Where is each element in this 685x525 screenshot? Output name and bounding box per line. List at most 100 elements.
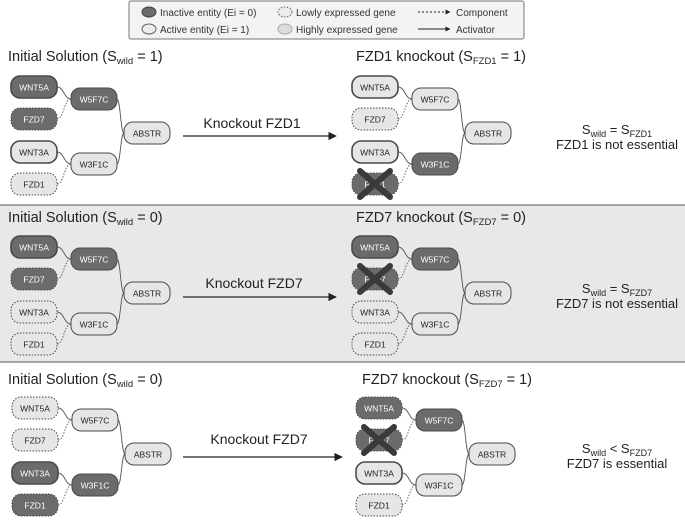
node-wnt3a — [351, 300, 399, 324]
node-label-fzd1: FZD1 — [368, 501, 390, 511]
edge-n2-m1 — [57, 419, 73, 441]
node-label-wnt3a: WNT3A — [360, 148, 390, 158]
edge-n4-m2 — [397, 323, 413, 345]
node-label-w3f1c: W3F1C — [80, 160, 109, 170]
node-label-wnt5a: WNT5A — [360, 243, 390, 253]
node-w5f7c — [70, 247, 118, 271]
row1-result-line1: Swild = SFZD1 — [582, 122, 652, 139]
edge-m1-out — [117, 419, 126, 455]
edge-n2-m1 — [56, 258, 72, 280]
node-label-wnt5a: WNT5A — [364, 404, 394, 414]
edge-n4-m2 — [56, 323, 72, 345]
node-fzd7 — [10, 107, 58, 131]
node-w5f7c — [411, 247, 459, 271]
row2-result-line1: Swild = SFZD7 — [582, 281, 652, 298]
node-abstr — [123, 281, 171, 305]
edge-m2-out — [457, 132, 466, 165]
edge-n4-m2 — [397, 163, 413, 185]
node-label-fzd7: FZD7 — [23, 115, 45, 125]
edge-n1-m1 — [56, 86, 72, 100]
legend-component-text: Component — [456, 8, 508, 19]
legend: Inactive entity (Ei = 0) Active entity (… — [128, 0, 525, 40]
node-label-w5f7c: W5F7C — [421, 95, 450, 105]
edge-m2-out — [457, 292, 466, 325]
node-w5f7c — [71, 408, 119, 432]
highly-legend-swatch — [277, 23, 293, 35]
edge-n3-m2 — [56, 151, 72, 165]
row2-result-line2: FZD7 is not essential — [556, 296, 678, 311]
node-label-w5f7c: W5F7C — [81, 416, 110, 426]
edge-m1-out — [116, 98, 125, 134]
row1-right-title: FZD1 knockout (SFZD1 = 1) — [356, 49, 526, 67]
node-label-fzd7: FZD7 — [364, 115, 386, 125]
lowly-legend-swatch — [277, 6, 293, 18]
row2-right-title: FZD7 knockout (SFZD7 = 0) — [356, 210, 526, 228]
edge-n2-m1 — [401, 419, 417, 441]
node-w3f1c — [71, 473, 119, 497]
edge-n4-m2 — [56, 163, 72, 185]
row3-result-line2: FZD7 is essential — [567, 456, 668, 471]
edge-m1-out — [457, 258, 466, 294]
edge-n4-m2 — [401, 484, 417, 506]
node-wnt5a — [351, 235, 399, 259]
legend-activator-text: Activator — [456, 25, 496, 36]
node-fzd1 — [355, 493, 403, 517]
edge-m1-out — [457, 98, 466, 134]
node-label-wnt5a: WNT5A — [360, 83, 390, 93]
legend-active-text: Active entity (Ei = 1) — [160, 25, 249, 36]
node-label-fzd7: FZD7 — [23, 275, 45, 285]
edge-m2-out — [116, 292, 125, 325]
node-label-wnt3a: WNT3A — [364, 469, 394, 479]
row3-left-title: Initial Solution (Swild = 0) — [8, 372, 163, 390]
node-abstr — [464, 281, 512, 305]
node-label-fzd7: FZD7 — [24, 436, 46, 446]
knockout-cross-icon — [357, 263, 393, 295]
middle-band — [0, 205, 685, 362]
edge-n3-m2 — [401, 472, 417, 486]
node-label-abstr: ABSTR — [134, 450, 162, 460]
node-w3f1c — [411, 152, 459, 176]
node-label-w5f7c: W5F7C — [425, 416, 454, 426]
node-abstr — [464, 121, 512, 145]
edge-n1-m1 — [401, 407, 417, 421]
node-label-abstr: ABSTR — [478, 450, 506, 460]
row2-left-title: Initial Solution (Swild = 0) — [8, 210, 163, 228]
row2-knockout-label: Knockout FZD7 — [205, 275, 302, 291]
node-label-wnt3a: WNT3A — [19, 148, 49, 158]
node-w3f1c — [70, 152, 118, 176]
node-label-w3f1c: W3F1C — [81, 481, 110, 491]
edge-n3-m2 — [397, 151, 413, 165]
node-label-fzd1: FZD1 — [23, 180, 45, 190]
edge-n1-m1 — [56, 246, 72, 260]
node-label-fzd1: FZD1 — [23, 340, 45, 350]
row3-result-line1: Swild < SFZD7 — [582, 441, 652, 458]
edge-n1-m1 — [397, 86, 413, 100]
node-wnt3a — [10, 140, 58, 164]
node-label-w3f1c: W3F1C — [421, 320, 450, 330]
inactive-legend-swatch — [141, 6, 157, 18]
node-label-wnt5a: WNT5A — [19, 83, 49, 93]
node-w5f7c — [70, 87, 118, 111]
node-fzd7 — [10, 267, 58, 291]
edge-n2-m1 — [56, 98, 72, 120]
edge-n3-m2 — [56, 311, 72, 325]
node-w5f7c — [415, 408, 463, 432]
row1-left-title: Initial Solution (Swild = 1) — [8, 49, 163, 67]
legend-lowly-text: Lowly expressed gene — [296, 8, 396, 19]
node-wnt5a — [10, 235, 58, 259]
node-label-fzd1: FZD1 — [24, 501, 46, 511]
node-abstr — [124, 442, 172, 466]
edge-n3-m2 — [397, 311, 413, 325]
legend-inactive-text: Inactive entity (Ei = 0) — [160, 8, 256, 19]
node-label-w3f1c: W3F1C — [80, 320, 109, 330]
node-fzd1 — [351, 332, 399, 356]
node-label-wnt3a: WNT3A — [360, 308, 390, 318]
row-3: Initial Solution (Swild = 0) FZD7 knocko… — [8, 372, 667, 471]
node-abstr — [468, 442, 516, 466]
